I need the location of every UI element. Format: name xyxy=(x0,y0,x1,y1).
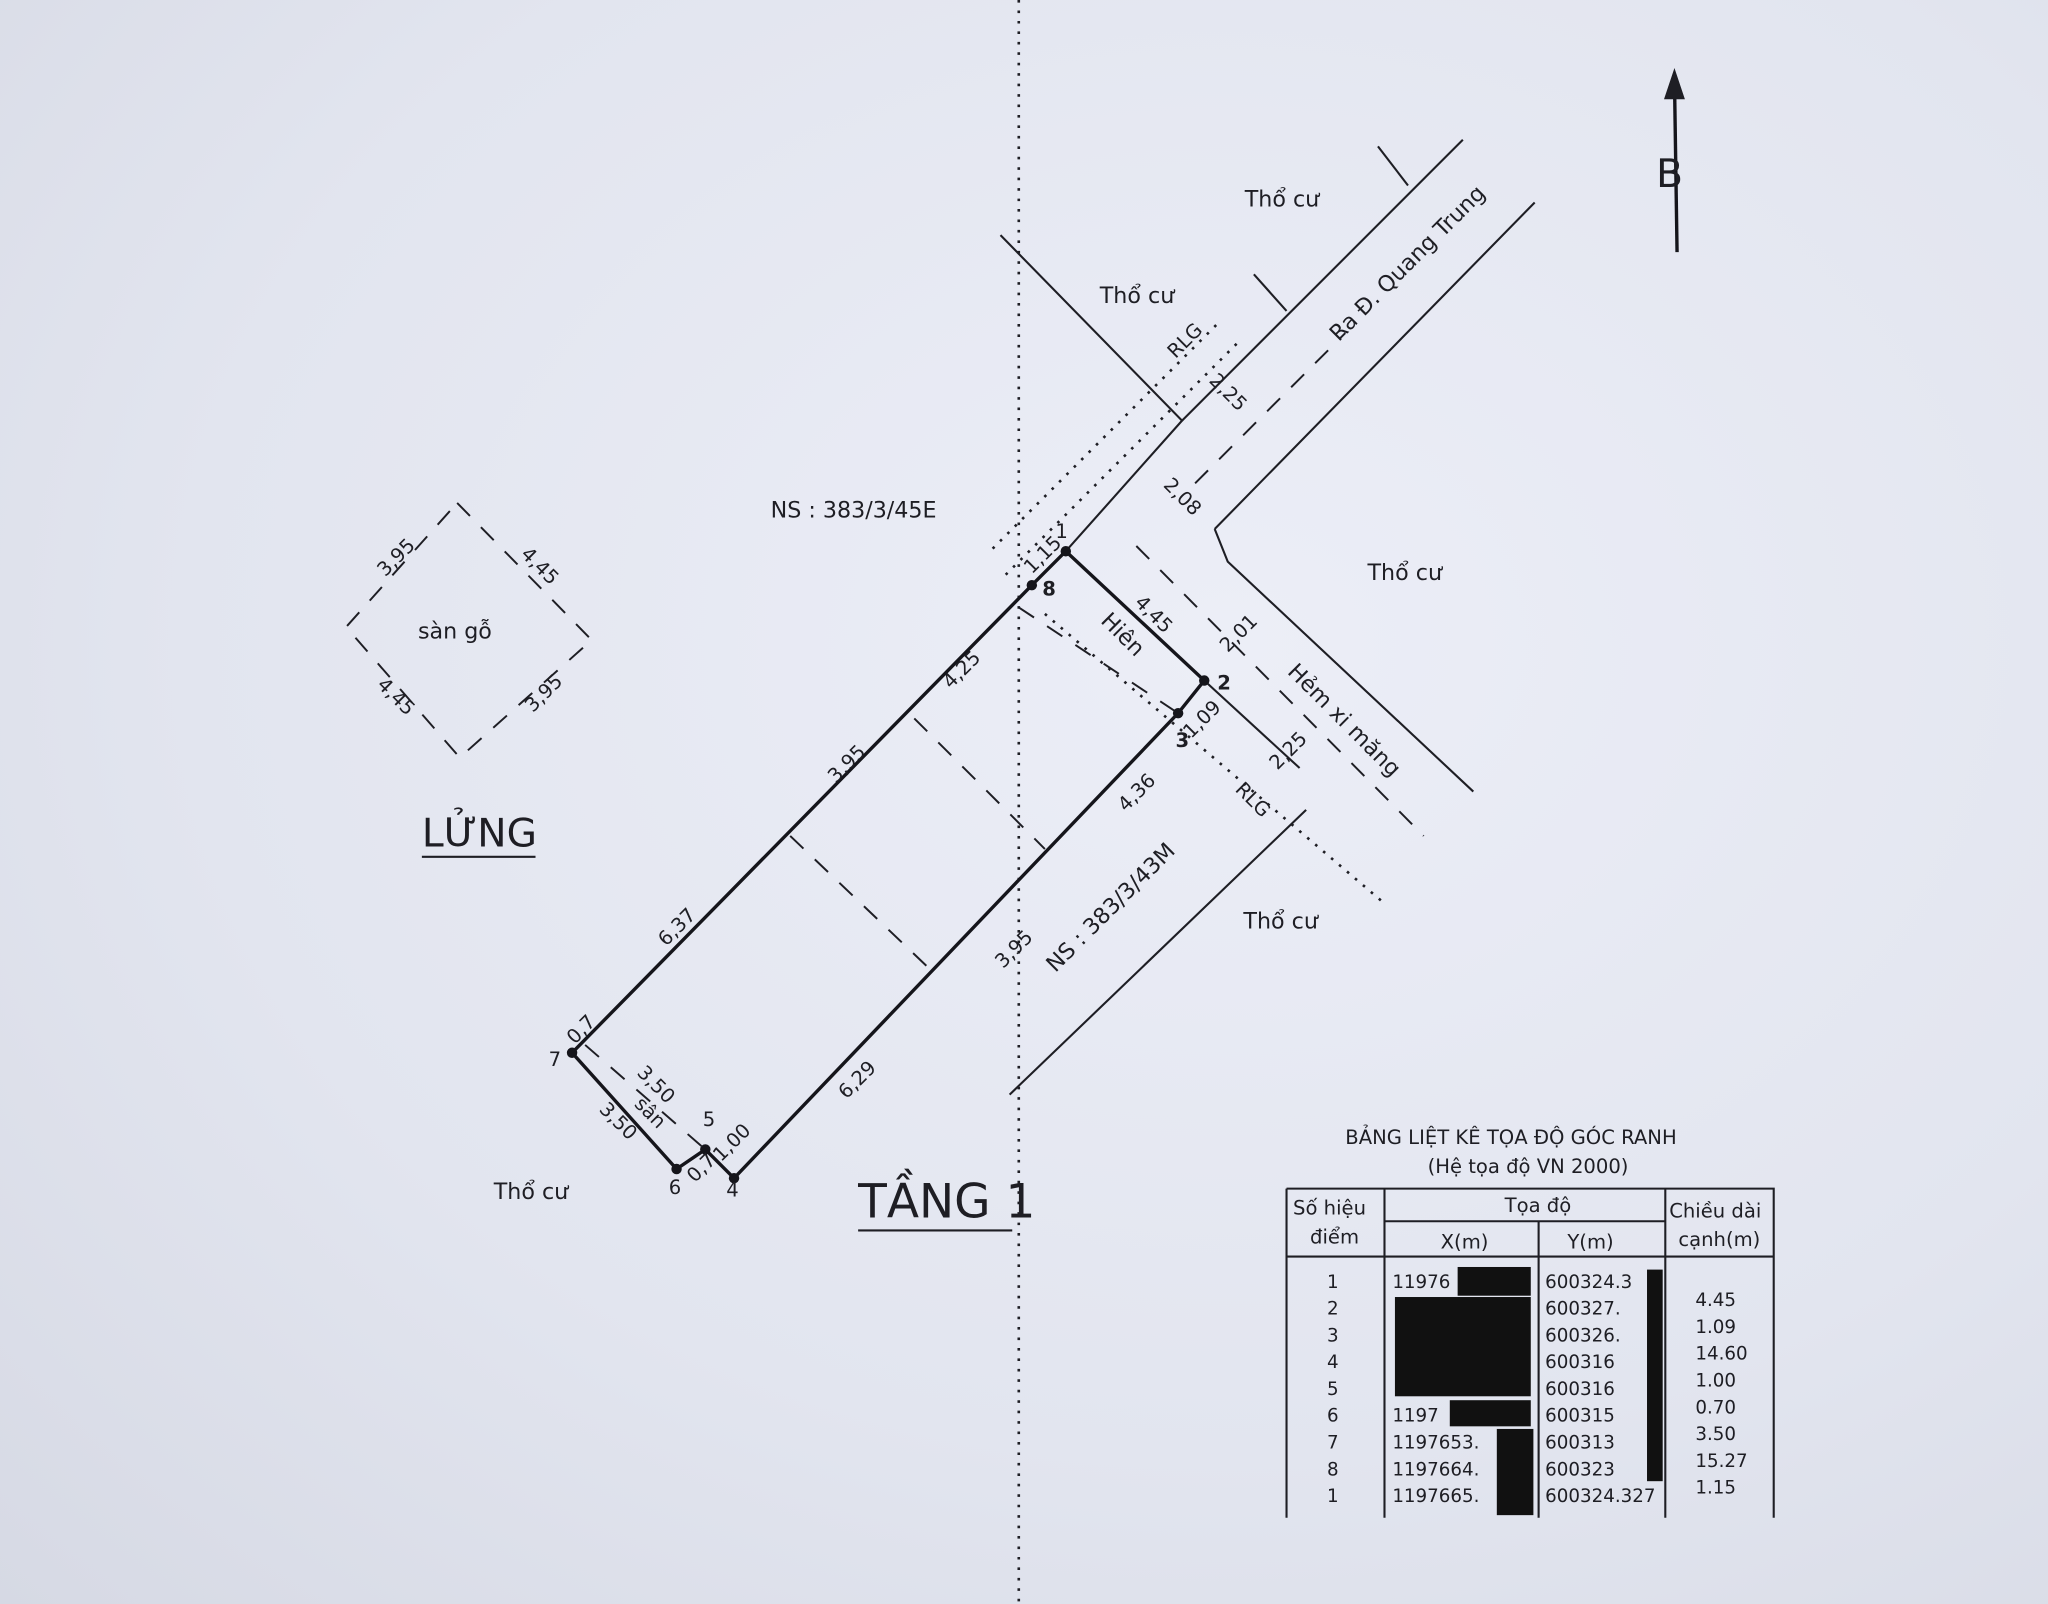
rlg-label-alley: RLG xyxy=(1231,778,1275,822)
mezzanine-dim: 4,45 xyxy=(516,542,563,589)
header-x: X(m) xyxy=(1441,1231,1489,1254)
dim-left-d: 0,7 xyxy=(562,1010,600,1048)
neighbor-label: Thổ cư xyxy=(493,1179,569,1205)
point-6: 6 xyxy=(669,1176,681,1199)
main-road-label: Ra Đ. Quang Trung xyxy=(1325,180,1491,346)
mezzanine-title: LỬNG xyxy=(422,807,537,856)
dim-right-b: 3,95 xyxy=(990,926,1037,973)
north-arrow-icon xyxy=(1664,67,1685,253)
table-cell-y: 600315 xyxy=(1545,1406,1615,1427)
table-cell-point: 3 xyxy=(1327,1325,1339,1346)
table-cell-y: 600324.3 xyxy=(1545,1272,1632,1293)
header-point-2: điểm xyxy=(1310,1225,1359,1248)
table-cell-length: 1.15 xyxy=(1695,1478,1736,1499)
table-cell-point: 4 xyxy=(1327,1352,1339,1373)
header-y: Y(m) xyxy=(1566,1231,1613,1254)
neighbor-label: Thổ cư xyxy=(1242,909,1318,935)
point-1: 1 xyxy=(1055,520,1067,543)
table-title: BẢNG LIỆT KÊ TỌA ĐỘ GÓC RANH xyxy=(1345,1124,1676,1149)
table-cell-y: 600313 xyxy=(1545,1433,1615,1454)
table-cell-length: 4.45 xyxy=(1695,1290,1736,1311)
table-cell-x: 1197 xyxy=(1392,1406,1439,1427)
mezzanine-floor-label: sàn gỗ xyxy=(418,617,492,645)
south-house-number: NS : 383/3/43M xyxy=(1041,838,1180,977)
mezzanine-dim: 4,45 xyxy=(373,673,420,720)
neighbor-label: Thổ cư xyxy=(1244,186,1320,212)
main-road xyxy=(991,139,1536,576)
table-cell-y: 600316 xyxy=(1545,1352,1615,1373)
dim-left-b: 3,95 xyxy=(823,740,870,787)
floor1-title: TẦNG 1 xyxy=(857,1169,1035,1229)
table-cell-point: 8 xyxy=(1327,1459,1339,1480)
coordinate-table: BẢNG LIỆT KÊ TỌA ĐỘ GÓC RANH (Hệ tọa độ … xyxy=(1285,1124,1775,1518)
table-subtitle: (Hệ tọa độ VN 2000) xyxy=(1428,1155,1629,1178)
dim-left-a: 4,25 xyxy=(938,646,985,693)
neighbor-label: Thổ cư xyxy=(1099,283,1175,309)
table-cell-y: 600316 xyxy=(1545,1379,1615,1400)
table-cell-x: 1197653. xyxy=(1392,1433,1479,1454)
table-cell-y: 600324.327 xyxy=(1545,1486,1655,1507)
north-label: B xyxy=(1656,152,1683,197)
table-cell-length: 14.60 xyxy=(1695,1344,1747,1365)
table-cell-point: 6 xyxy=(1327,1406,1339,1427)
dim-right-c: 6,29 xyxy=(834,1056,881,1103)
table-cell-point: 2 xyxy=(1327,1299,1339,1320)
point-4: 4 xyxy=(726,1178,738,1201)
alley-label: Hẻm xi măng xyxy=(1282,659,1406,783)
table-cell-x: 1197664. xyxy=(1392,1459,1479,1480)
table-cell-point: 1 xyxy=(1327,1486,1339,1507)
corner-points xyxy=(566,546,1210,1184)
table-cell-x: 1197665. xyxy=(1392,1486,1479,1507)
table-cell-length: 1.09 xyxy=(1695,1317,1736,1338)
table-cell-length: 1.00 xyxy=(1695,1370,1736,1391)
table-cell-point: 7 xyxy=(1327,1433,1339,1454)
neighbor-label: Thổ cư xyxy=(1367,560,1443,586)
point-2: 2 xyxy=(1217,672,1231,695)
table-cell-length: 15.27 xyxy=(1695,1451,1747,1472)
header-point: Số hiệu xyxy=(1293,1197,1366,1220)
redaction xyxy=(1394,1266,1663,1516)
table-cell-length: 0.70 xyxy=(1695,1397,1736,1418)
table-cell-point: 1 xyxy=(1327,1272,1339,1293)
point-5: 5 xyxy=(703,1108,715,1131)
point-3: 3 xyxy=(1176,729,1190,752)
mezzanine-dim: 3,95 xyxy=(373,534,420,581)
alley xyxy=(1008,528,1475,1096)
table-cell-point: 5 xyxy=(1327,1379,1339,1400)
table-cell-length: 3.50 xyxy=(1695,1424,1736,1445)
table-cell-x: 11976 xyxy=(1392,1272,1450,1293)
header-coord: Tọa độ xyxy=(1504,1194,1572,1217)
table-cell-y: 600323 xyxy=(1545,1459,1615,1480)
table-cell-y: 600326. xyxy=(1545,1325,1621,1346)
point-8: 8 xyxy=(1042,578,1056,601)
header-length: Chiều dài xyxy=(1669,1199,1761,1222)
header-length-2: cạnh(m) xyxy=(1678,1228,1760,1251)
dim-alley-w2: 2,25 xyxy=(1265,727,1312,774)
point-7: 7 xyxy=(549,1048,561,1071)
mezzanine-dim: 3,95 xyxy=(520,670,567,717)
table-cell-y: 600327. xyxy=(1545,1299,1621,1320)
north-house-number: NS : 383/3/45E xyxy=(771,497,937,523)
rlg-label-main: RLG xyxy=(1163,318,1207,362)
